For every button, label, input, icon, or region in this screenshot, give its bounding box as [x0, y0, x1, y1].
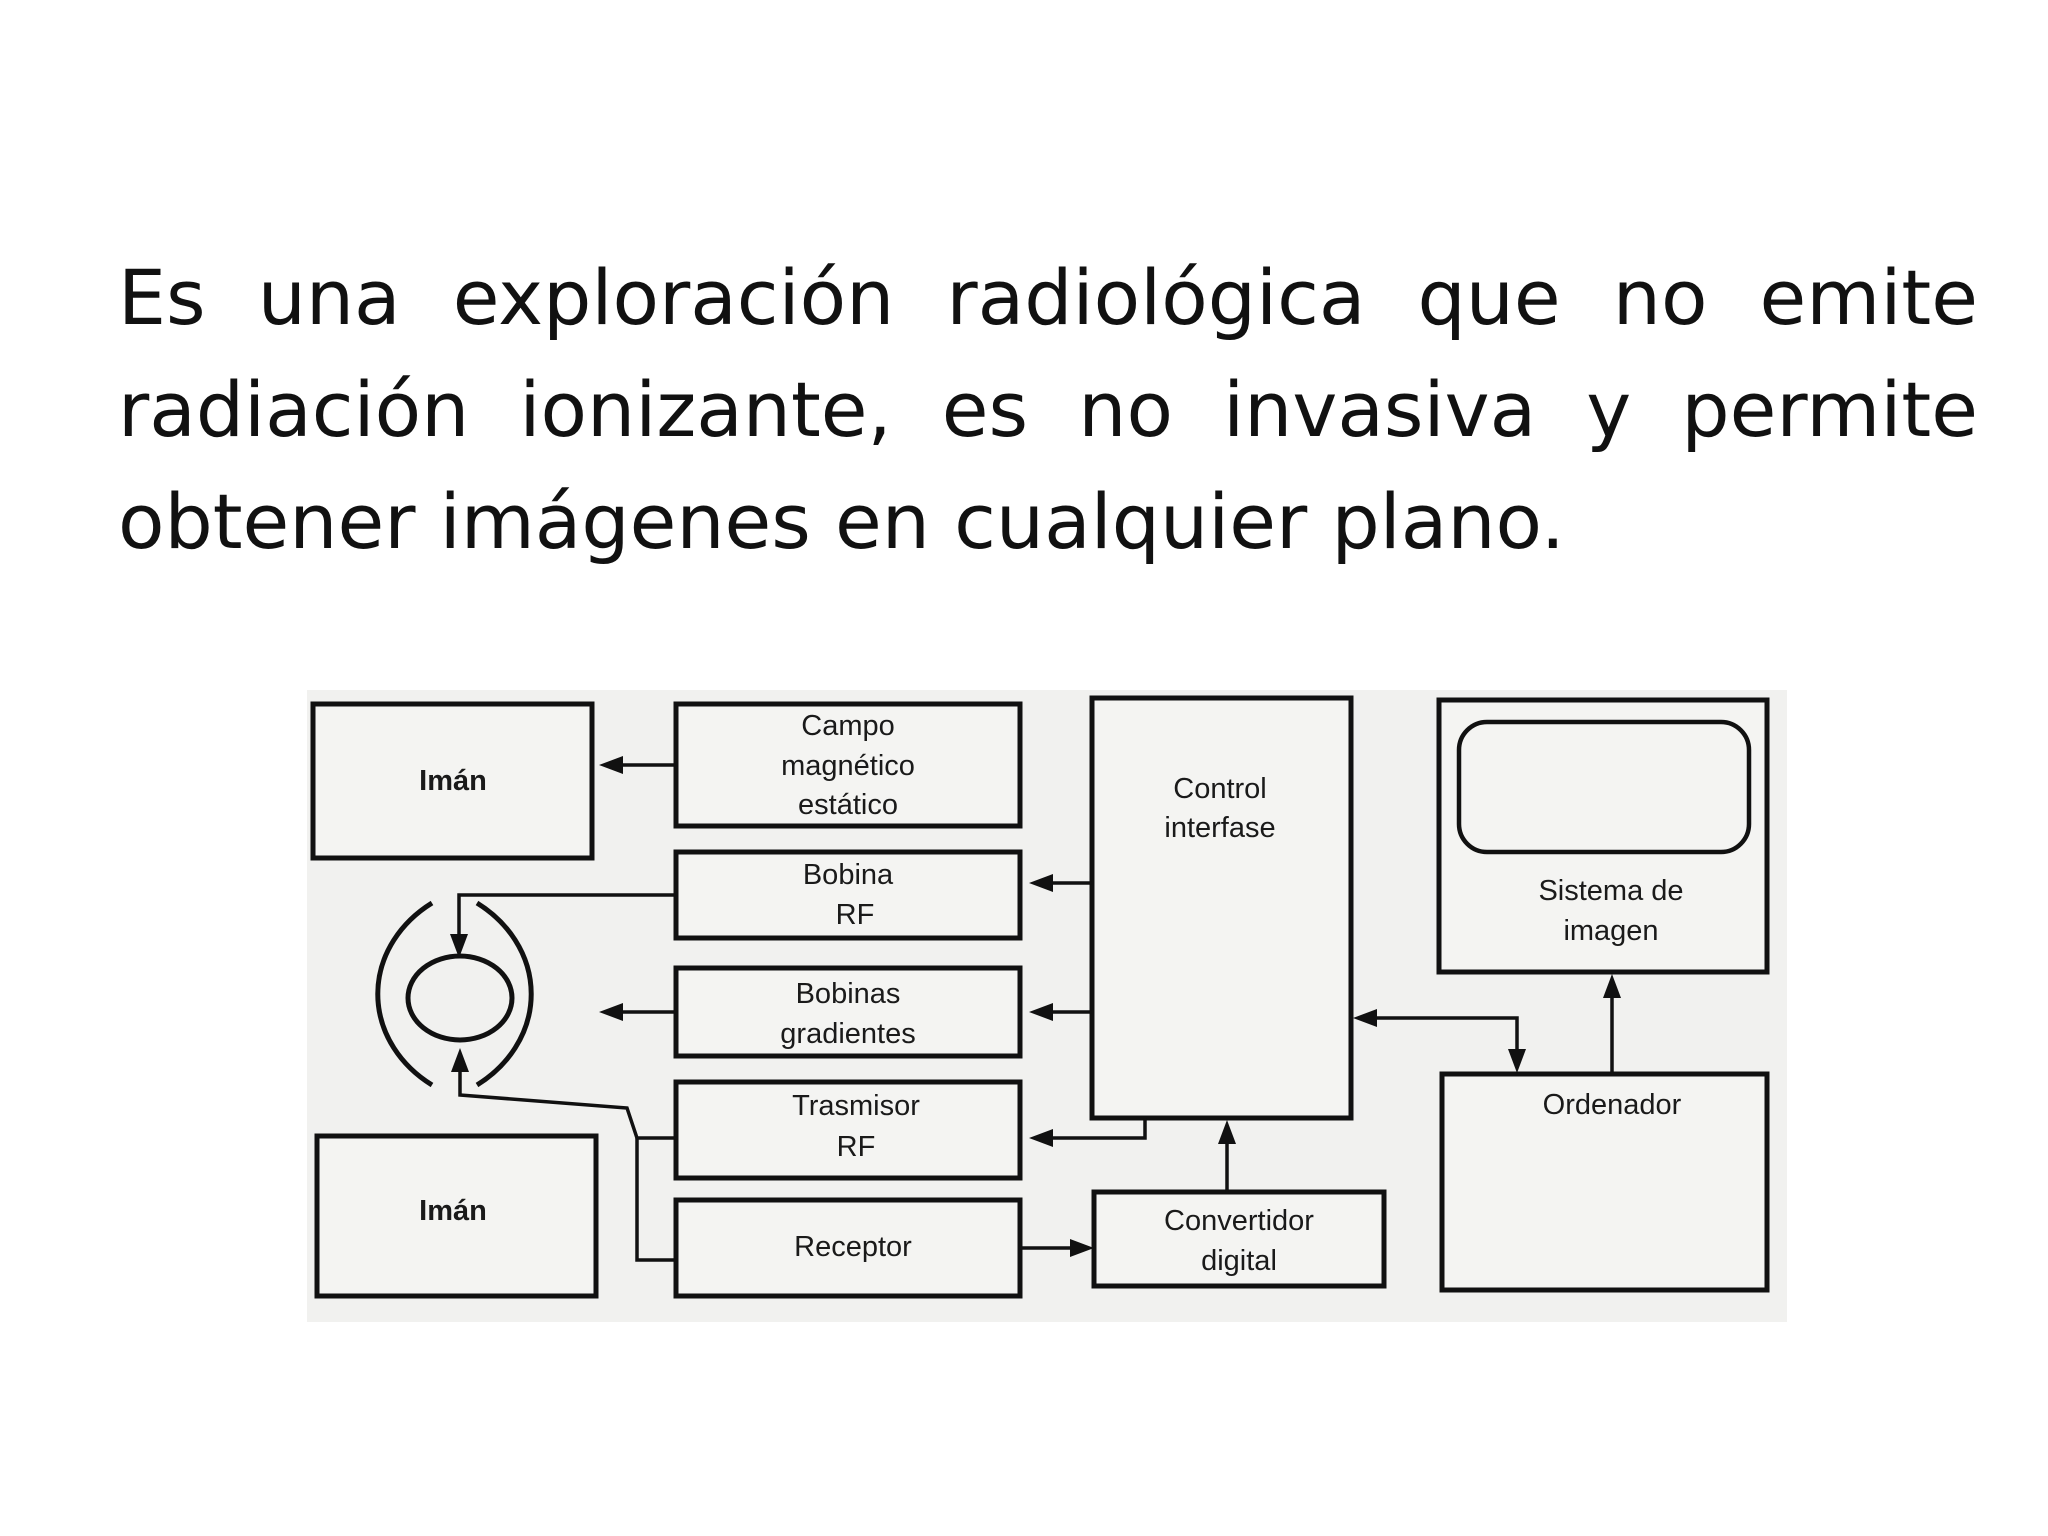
- bobina-rf-line-1: Bobina: [803, 859, 894, 891]
- slide-paragraph: Es una exploración radiológica que no em…: [118, 253, 1978, 566]
- bobina-rf-box: [673, 849, 1023, 941]
- trasmisor-line-2: RF: [837, 1131, 876, 1163]
- ordenador-label: Ordenador: [1543, 1089, 1682, 1121]
- control-line-2: interfase: [1164, 812, 1275, 844]
- arrow-gradientes-to-coil: [599, 1003, 623, 1021]
- iman-bottom-label: Imán: [419, 1195, 487, 1227]
- campo-line-3: estático: [798, 789, 898, 821]
- receptor-box: [673, 1197, 1023, 1299]
- gradientes-line-2: gradientes: [780, 1018, 915, 1050]
- arrow-bobina-to-ring: [450, 934, 468, 958]
- ordenador-box: [1439, 1071, 1770, 1293]
- arrow-rf-to-ring: [451, 1048, 469, 1072]
- iman-top-label: Imán: [419, 765, 487, 797]
- arrow-control-to-gradientes: [1029, 1003, 1053, 1021]
- pantalla-screen: [1456, 719, 1752, 855]
- magnet-ring-right: [475, 900, 534, 1088]
- mri-block-diagram: Imán Campo magnético estático Bobina RF …: [307, 690, 1787, 1322]
- arrow-receptor-to-convertidor: [1070, 1239, 1094, 1257]
- trasmisor-rf-box: [673, 1079, 1023, 1181]
- arrow-ordenador-to-control: [1353, 1009, 1377, 1027]
- campo-line-2: magnético: [781, 750, 915, 782]
- campo-box: [673, 701, 1023, 829]
- convertidor-line-2: digital: [1201, 1245, 1277, 1277]
- gradientes-line-1: Bobinas: [796, 978, 901, 1010]
- arrow-control-to-bobina: [1029, 874, 1053, 892]
- arrow-campo-to-iman: [599, 756, 623, 774]
- arrow-convertidor-to-control: [1218, 1120, 1236, 1144]
- arrow-control-to-trasmisor: [1029, 1129, 1053, 1147]
- iman-top-box: [310, 701, 595, 861]
- bobina-rf-line-2: RF: [836, 899, 875, 931]
- convertidor-line-1: Convertidor: [1164, 1205, 1314, 1237]
- magnet-ring-left: [375, 900, 434, 1088]
- iman-bottom-box: [314, 1133, 599, 1299]
- sistema-line-1: Sistema de: [1538, 875, 1683, 907]
- control-interfase-box: [1089, 695, 1354, 1121]
- arrow-control-to-ordenador: [1508, 1049, 1526, 1073]
- trasmisor-line-1: Trasmisor: [792, 1090, 920, 1122]
- arrow-ordenador-to-sistema: [1603, 974, 1621, 998]
- convertidor-digital-box: [1091, 1189, 1387, 1289]
- receptor-label: Receptor: [794, 1231, 912, 1263]
- sistema-line-2: imagen: [1563, 915, 1658, 947]
- magnet-bore: [405, 953, 515, 1043]
- campo-line-1: Campo: [801, 710, 895, 742]
- control-line-1: Control: [1173, 773, 1267, 805]
- bobinas-gradientes-box: [673, 965, 1023, 1059]
